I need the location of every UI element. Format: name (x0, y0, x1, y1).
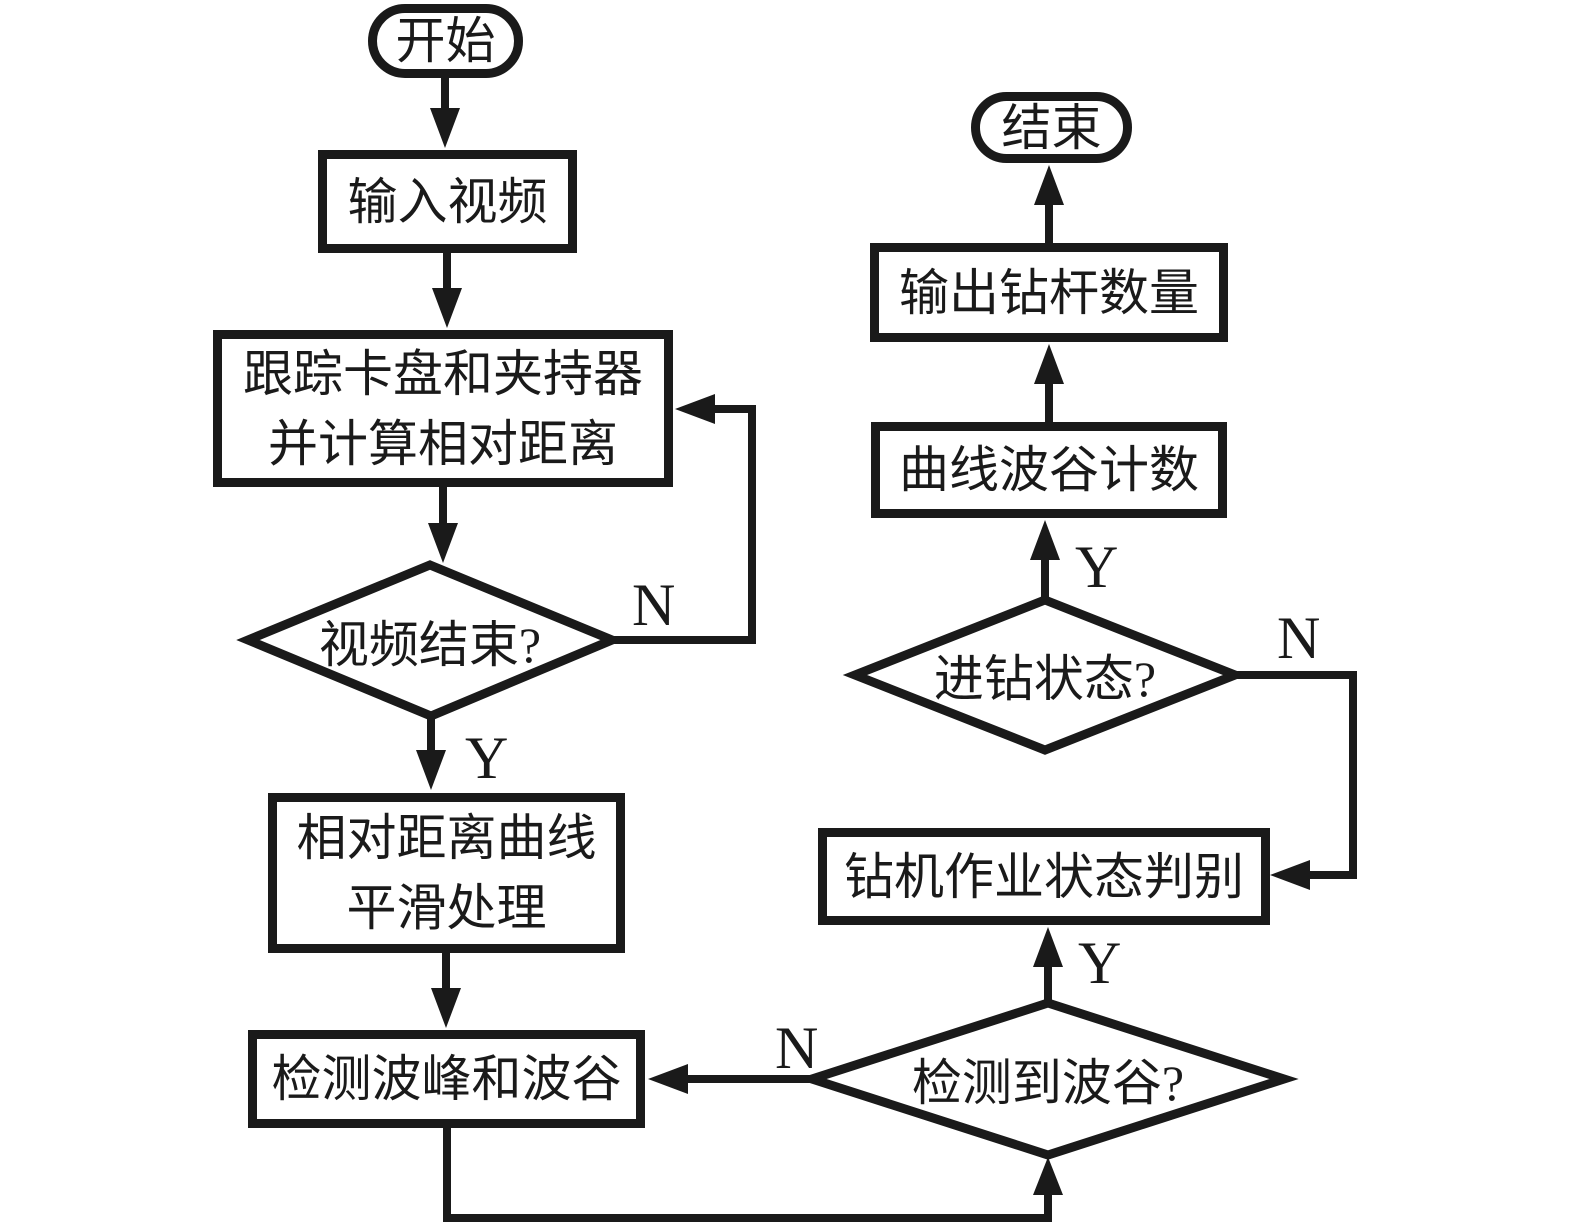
smooth-line2: 平滑处理 (346, 880, 547, 936)
trough-detected-diamond (797, 998, 1299, 1160)
drilling-state-label: 进钻状态? (933, 651, 1157, 707)
drilling-state-diamond (842, 595, 1248, 755)
arrow-detect-peaks-to-trough-detected (443, 1128, 1063, 1222)
video-end-label: 视频结束? (318, 616, 542, 673)
drilling-state-y-label: Y (1075, 534, 1119, 600)
rig-state-discrimination-label: 钻机作业状态判别 (844, 848, 1244, 905)
arrow-track-to-video-end (428, 487, 458, 563)
track-compute-line1: 跟踪卡盘和夹持器 (243, 345, 643, 402)
detect-peaks-troughs-box: 检测波峰和波谷 (248, 1030, 645, 1128)
arrow-trough-detected-n-to-detect-peaks (648, 1064, 812, 1094)
output-pipe-count-label: 输出钻杆数量 (899, 264, 1199, 321)
input-video-label: 输入视频 (347, 173, 548, 230)
track-compute-line2: 并计算相对距离 (268, 415, 618, 472)
video-end-diamond (236, 560, 624, 721)
arrow-drilling-state-y-to-trough-count (1030, 520, 1060, 600)
arrow-video-end-y-to-smooth (416, 716, 446, 790)
output-pipe-count-box: 输出钻杆数量 (870, 243, 1228, 342)
smooth-box: 相对距离曲线 平滑处理 (268, 793, 625, 953)
trough-detected-n-label: N (775, 1015, 819, 1081)
arrow-drilling-state-n-to-rig-state (1235, 671, 1357, 890)
arrow-video-end-n-loop (612, 394, 756, 644)
smooth-line1: 相对距离曲线 (296, 810, 597, 866)
arrow-trough-detected-y-to-rig-state (1033, 927, 1063, 1003)
arrow-input-video-to-track (432, 253, 462, 328)
end-terminator: 结束 (971, 92, 1132, 163)
start-terminator: 开始 (368, 4, 523, 78)
trough-count-label: 曲线波谷计数 (899, 442, 1199, 498)
drilling-state-n-label: N (1277, 605, 1321, 671)
input-video-box: 输入视频 (318, 150, 577, 253)
arrow-trough-count-to-output-count (1034, 344, 1064, 422)
track-compute-box: 跟踪卡盘和夹持器 并计算相对距离 (213, 330, 673, 487)
arrow-output-count-to-end (1034, 165, 1064, 243)
end-label: 结束 (1001, 99, 1102, 156)
arrow-smooth-to-detect-peaks (431, 953, 461, 1028)
trough-detected-y-label: Y (1078, 930, 1122, 996)
start-label: 开始 (395, 13, 496, 69)
video-end-y-label: Y (465, 725, 509, 791)
arrow-start-to-input-video (430, 78, 460, 148)
rig-state-discrimination-box: 钻机作业状态判别 (818, 828, 1270, 925)
trough-detected-label: 检测到波谷? (911, 1055, 1185, 1111)
trough-count-box: 曲线波谷计数 (871, 422, 1227, 518)
detect-peaks-troughs-label: 检测波峰和波谷 (271, 1051, 622, 1107)
video-end-n-label: N (632, 572, 676, 638)
